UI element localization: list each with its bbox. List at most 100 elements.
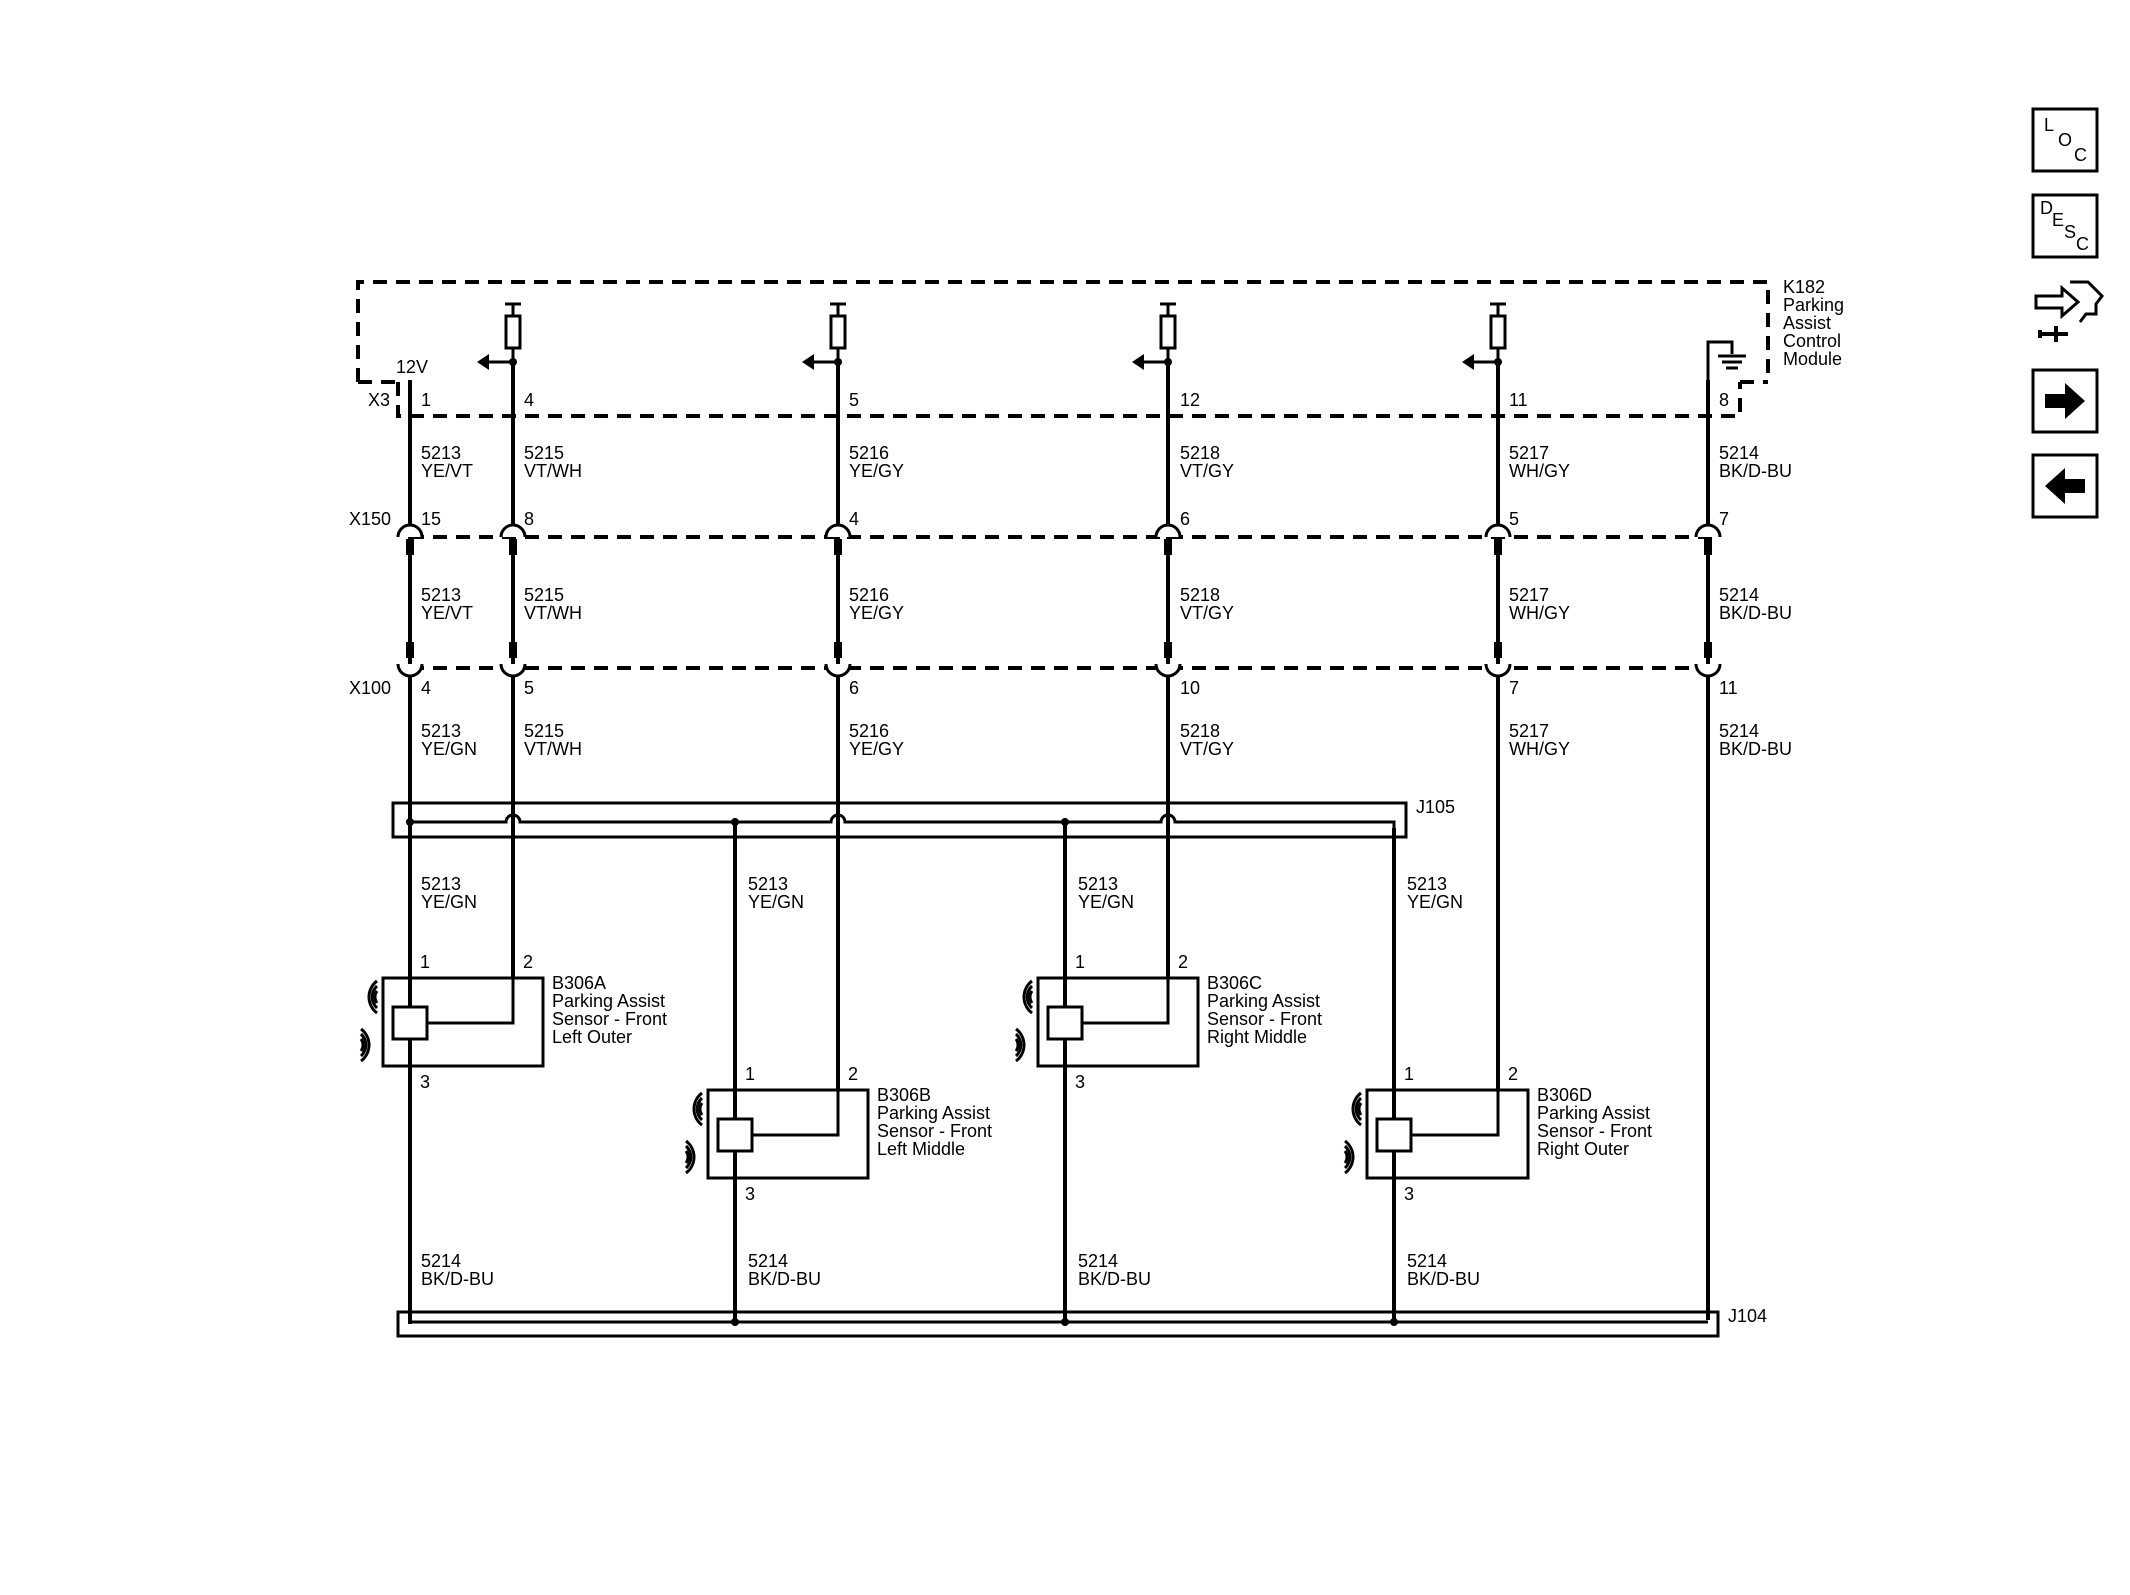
wire-circuit-number: 5213 [421,443,461,463]
location-button-letter: C [2074,145,2087,165]
inline-connector-pin [499,642,527,678]
pull-up-resistor [1132,302,1177,370]
wire-circuit-number: 5216 [849,443,889,463]
ultrasonic-emit-icon [1351,1091,1363,1127]
wire-color-code: WH/GY [1509,739,1570,759]
sensor-id: B306C [1207,973,1262,993]
wire-circuit-number: 5216 [849,721,889,741]
sensor-name-line: Left Outer [552,1027,632,1047]
sensor-name-line: Parking Assist [1537,1103,1650,1123]
wire-color-code: YE/VT [421,603,473,623]
splice-dot [1390,1318,1398,1326]
wire-color-code: YE/GY [849,461,904,481]
x100-pin-number: 6 [849,678,859,698]
wire-circuit-number: 5217 [1509,721,1549,741]
sensor-pin-number: 1 [745,1064,755,1084]
wire-circuit-number: 5213 [421,585,461,605]
wire-circuit-number: 5215 [524,721,564,741]
location-button-letter: O [2058,130,2072,150]
sensor-pin-number: 1 [420,952,430,972]
splice-dot [1061,1318,1069,1326]
wire-circuit-number: 5214 [1078,1251,1118,1271]
sensor-pin-number: 3 [420,1072,430,1092]
wire-circuit-number: 5214 [1719,443,1759,463]
wire-color-code: VT/GY [1180,461,1234,481]
wire-circuit-number: 5213 [421,721,461,741]
x100-pin-number: 7 [1509,678,1519,698]
sensor-name-line: Parking Assist [552,991,665,1011]
wire-color-code: YE/VT [421,461,473,481]
location-button[interactable]: L O C [2031,107,2099,173]
sensor-name-line: Sensor - Front [1537,1121,1652,1141]
description-button-letter: D [2040,198,2053,218]
inline-connector-pin [396,523,424,555]
wire-circuit-number: 5213 [748,874,788,894]
wire-color-code: YE/GN [421,739,477,759]
output-arrow-icon [1462,354,1474,370]
description-button[interactable]: D E S C [2031,193,2099,259]
previous-page-button[interactable] [2031,453,2099,519]
wire-color-code: VT/WH [524,603,582,623]
wire-color-code: BK/D-BU [1719,739,1792,759]
module-name-line-4: Module [1783,349,1842,369]
voltage-label: 12V [396,357,428,377]
x100-pin-number: 10 [1180,678,1200,698]
ultrasonic-receive-icon [359,1027,371,1063]
splice-dot [1061,818,1069,826]
module-id: K182 [1783,277,1825,297]
wire-color-code: WH/GY [1509,603,1570,623]
output-arrow-icon [1132,354,1144,370]
module-name-line-3: Control [1783,331,1841,351]
inline-connector-pin [824,642,852,678]
wire-color-code: VT/WH [524,461,582,481]
next-page-button[interactable] [2031,368,2099,434]
wire-circuit-number: 5216 [849,585,889,605]
wire-color-code: VT/WH [524,739,582,759]
connector-x3: X3 [368,382,1742,418]
output-arrow-icon [802,354,814,370]
inline-connector-pin [1694,642,1722,678]
wire-color-code: VT/GY [1180,739,1234,759]
x150-pin-number: 5 [1509,509,1519,529]
wire-circuit-number: 5218 [1180,443,1220,463]
x150-pin-number: 15 [421,509,441,529]
splice-dot [406,818,414,826]
x150-pin-number: 8 [524,509,534,529]
sensor-name-line: Sensor - Front [1207,1009,1322,1029]
sensor-pin-number: 2 [1508,1064,1518,1084]
wire-color-code: YE/GN [421,892,477,912]
output-arrow-icon [477,354,489,370]
x150-pin-number: 4 [849,509,859,529]
sensor-name-line: Left Middle [877,1139,965,1159]
ultrasonic-emit-icon [367,979,379,1015]
module-name-line-1: Parking [1783,295,1844,315]
inline-connector-pin [1154,642,1182,678]
sensor-name-line: Right Middle [1207,1027,1307,1047]
module-internal-resistors [477,302,1507,370]
sensor-id: B306A [552,973,606,993]
wire-color-code: YE/GN [1407,892,1463,912]
sensor-name-line: Parking Assist [1207,991,1320,1011]
x100-pin-number: 4 [421,678,431,698]
connector-wrench-icon[interactable] [2034,280,2104,342]
inline-connector-pin [1694,523,1722,555]
wire-color-code: BK/D-BU [1719,461,1792,481]
x150-pin-number: 6 [1180,509,1190,529]
location-button-letter: L [2044,115,2054,135]
sensor-pin-number: 1 [1075,952,1085,972]
inline-connector-pin [396,642,424,678]
x3-pin-number: 11 [1509,390,1528,410]
wire-labels: 15213YE/VT155213YE/VT45213YE/GN45215VT/W… [421,390,1792,1289]
module-ground-symbol [1706,340,1746,382]
splice-j104: J104 [396,1306,1767,1338]
wire-circuit-number: 5217 [1509,585,1549,605]
wire-circuit-number: 5213 [1078,874,1118,894]
x3-pin-number: 8 [1719,390,1729,410]
wire-color-code: YE/GY [849,603,904,623]
inline-connector-pin [824,523,852,555]
connector-x100-label: X100 [349,678,391,698]
